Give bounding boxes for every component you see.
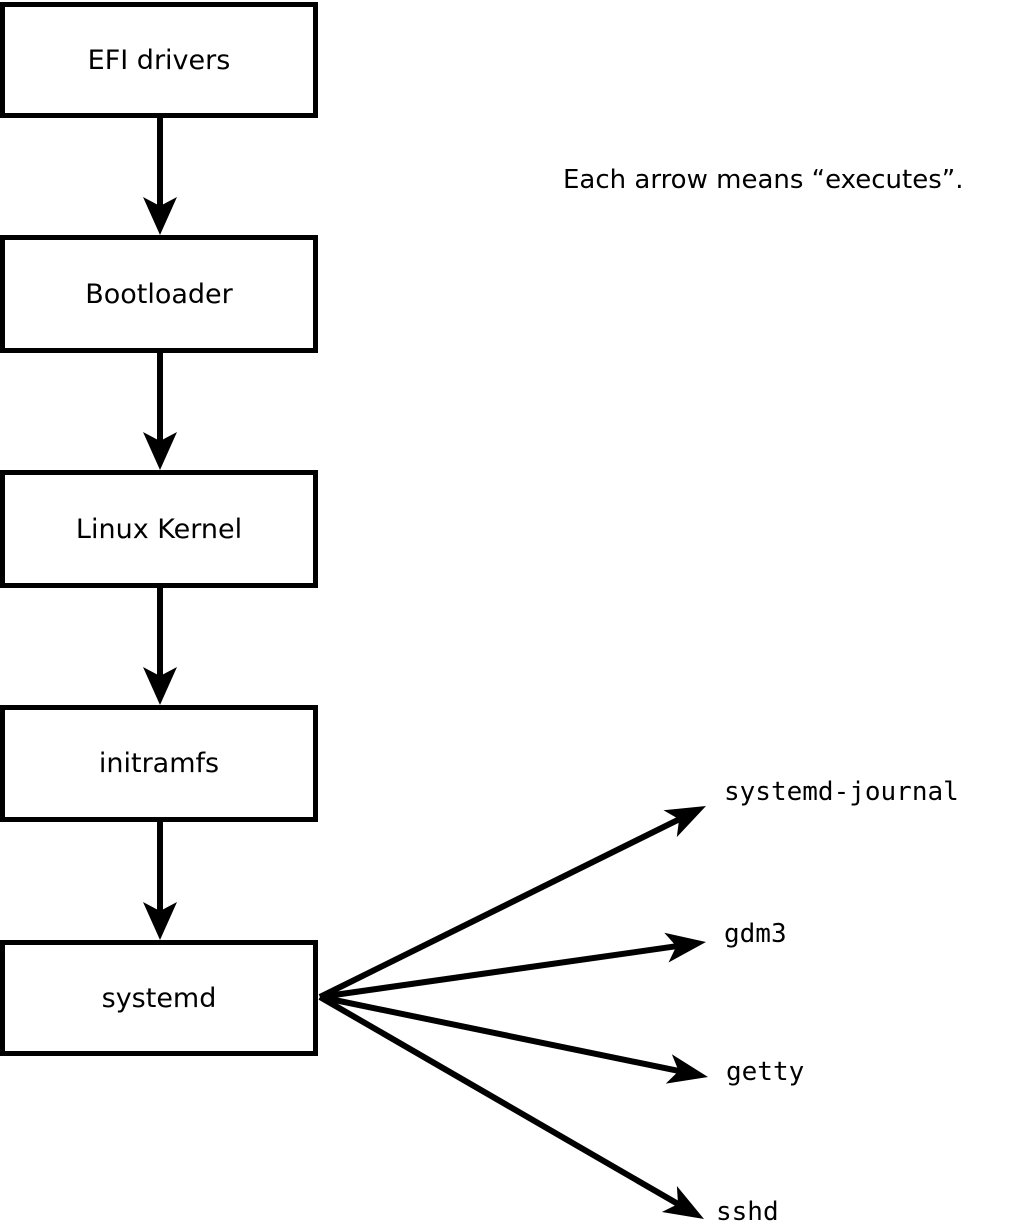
fanout-arrow-getty: [319, 994, 708, 1084]
service-label-gdm3: gdm3: [724, 919, 787, 949]
node-box-initramfs[interactable]: initramfs: [0, 705, 318, 822]
service-label-getty: getty: [726, 1057, 805, 1087]
service-label-systemd-journal: systemd-journal: [724, 777, 959, 807]
node-label-systemd: systemd: [101, 982, 217, 1014]
node-box-systemd[interactable]: systemd: [0, 940, 318, 1056]
chain-arrow-efi-to-bootloader: [143, 118, 177, 235]
chain-arrow-kernel-to-initramfs: [143, 588, 177, 705]
fanout-arrow-group: [318, 806, 708, 1219]
chain-arrow-initramfs-to-systemd: [143, 822, 177, 940]
node-box-efi-drivers[interactable]: EFI drivers: [0, 2, 318, 118]
fanout-arrow-sshd: [318, 994, 704, 1219]
node-label-initramfs: initramfs: [98, 748, 220, 779]
node-label-bootloader: Bootloader: [85, 278, 233, 310]
fanout-arrow-gdm3: [319, 932, 706, 1000]
node-box-linux-kernel[interactable]: Linux Kernel: [0, 470, 318, 588]
node-box-bootloader[interactable]: Bootloader: [0, 235, 318, 353]
legend-annotation: Each arrow means “executes”.: [563, 165, 964, 195]
chain-arrow-group: [143, 118, 177, 940]
chain-arrow-bootloader-to-kernel: [143, 353, 177, 470]
node-label-linux-kernel: Linux Kernel: [75, 513, 243, 545]
fanout-arrow-systemd-journal: [318, 806, 706, 1000]
service-label-sshd: sshd: [716, 1197, 779, 1227]
node-label-efi-drivers: EFI drivers: [87, 44, 231, 76]
